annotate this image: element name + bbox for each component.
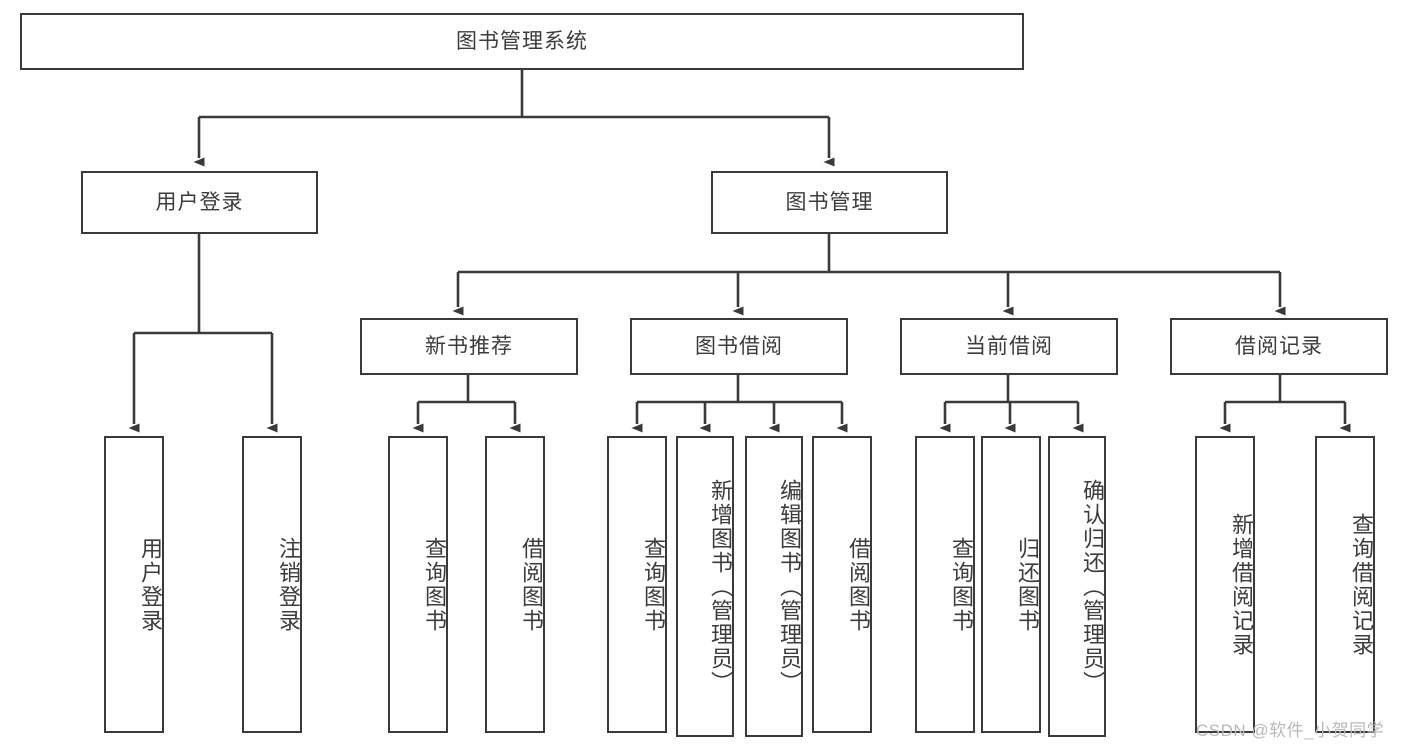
node-current-borrow[interactable]: 当前借阅	[900, 318, 1118, 375]
leaf-record-add-borrow-record[interactable]: 新增借阅记录	[1195, 436, 1255, 733]
leaf-record-query-borrow-record[interactable]: 查询借阅记录	[1315, 436, 1375, 733]
node-label: 查询图书	[949, 536, 974, 633]
node-book-management[interactable]: 图书管理	[711, 171, 948, 234]
node-label: 新增图书（管理员）	[708, 478, 733, 695]
csdn-watermark: CSDN @软件_小贺同学	[1196, 721, 1385, 740]
leaf-current-confirm-return-admin[interactable]: 确认归还（管理员）	[1048, 436, 1106, 737]
node-label: 图书管理	[785, 190, 874, 214]
node-new-book-recommend[interactable]: 新书推荐	[360, 318, 578, 375]
node-label: 借阅记录	[1235, 334, 1323, 358]
node-user-login[interactable]: 用户登录	[81, 171, 318, 234]
leaf-user-login[interactable]: 用户登录	[104, 436, 164, 733]
node-root-book-management-system[interactable]: 图书管理系统	[20, 13, 1024, 70]
leaf-borrow-add-book-admin[interactable]: 新增图书（管理员）	[676, 436, 734, 737]
node-label: 新书推荐	[425, 334, 513, 358]
leaf-current-query-book[interactable]: 查询图书	[915, 436, 975, 733]
leaf-recommend-borrow-book[interactable]: 借阅图书	[485, 436, 545, 733]
node-label: 图书管理系统	[456, 29, 588, 53]
node-label: 编辑图书（管理员）	[777, 478, 802, 695]
node-label: 查询图书	[641, 536, 666, 633]
leaf-borrow-query-book[interactable]: 查询图书	[607, 436, 667, 733]
leaf-borrow-borrow-book[interactable]: 借阅图书	[812, 436, 872, 733]
node-borrow-record[interactable]: 借阅记录	[1170, 318, 1388, 375]
node-label: 当前借阅	[965, 334, 1053, 358]
node-label: 归还图书	[1015, 536, 1040, 633]
leaf-current-return-book[interactable]: 归还图书	[981, 436, 1041, 733]
node-label: 查询图书	[422, 536, 447, 633]
node-label: 用户登录	[138, 536, 163, 633]
node-label: 查询借阅记录	[1349, 512, 1374, 657]
node-label: 确认归还（管理员）	[1080, 478, 1105, 695]
node-book-borrow[interactable]: 图书借阅	[630, 318, 848, 375]
leaf-recommend-query-book[interactable]: 查询图书	[388, 436, 448, 733]
node-label: 借阅图书	[519, 536, 544, 633]
node-label: 借阅图书	[846, 536, 871, 633]
leaf-borrow-edit-book-admin[interactable]: 编辑图书（管理员）	[745, 436, 803, 737]
node-label: 用户登录	[155, 190, 244, 214]
node-label: 新增借阅记录	[1229, 512, 1254, 657]
leaf-user-logout[interactable]: 注销登录	[242, 436, 302, 733]
node-label: 图书借阅	[695, 334, 783, 358]
node-label: 注销登录	[276, 536, 301, 633]
